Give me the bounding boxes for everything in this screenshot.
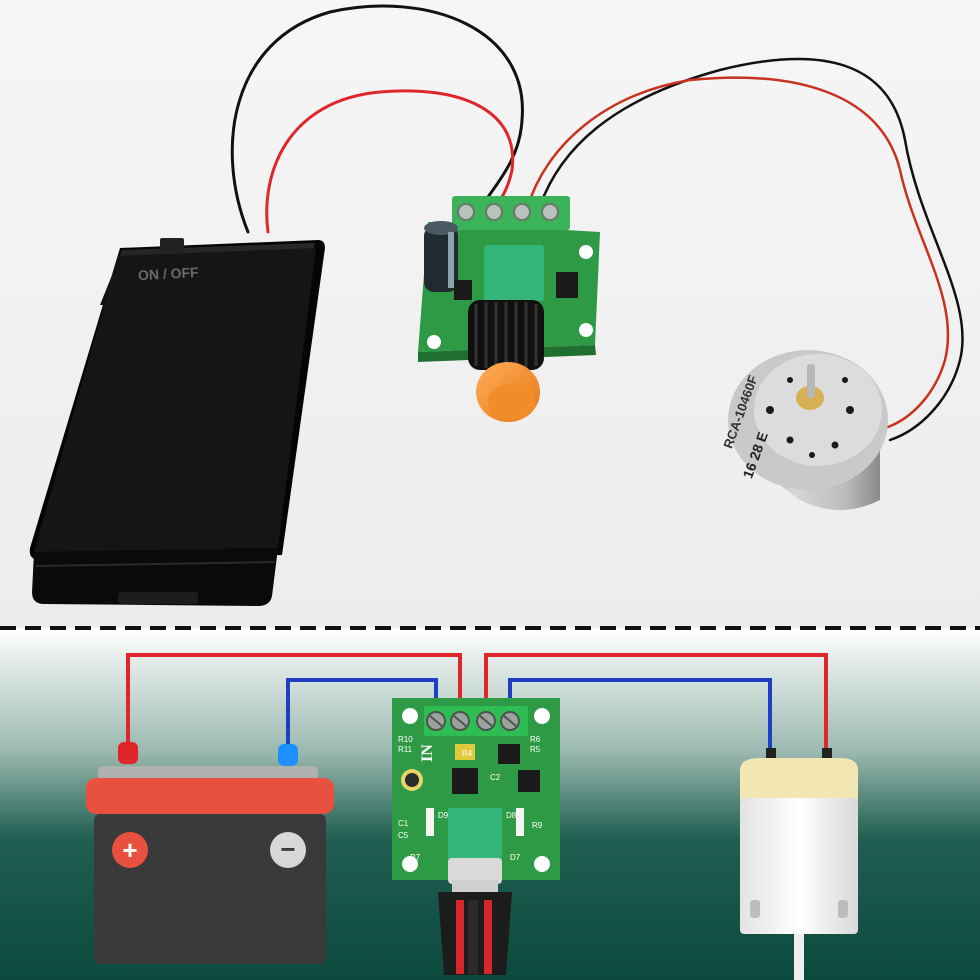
diagram-potentiometer <box>448 808 502 860</box>
svg-text:R6: R6 <box>530 735 541 744</box>
svg-text:C2: C2 <box>490 773 501 782</box>
cart-motor-shaft <box>794 934 804 980</box>
motor-shaft <box>807 364 815 398</box>
battery-wires <box>230 4 524 234</box>
controller-board-photo <box>418 196 600 422</box>
plus-badge <box>112 832 148 868</box>
minus-badge <box>270 832 306 868</box>
battery-body <box>94 814 326 964</box>
power-switch <box>160 238 184 252</box>
switch-label: ON / OFF <box>138 264 200 283</box>
silkscreen-labels: R10 R11 C1 C5 D9 R7 R6 R5 D8 R9 D7 C2 R4 <box>398 735 543 862</box>
battery-box: ON / OFF <box>29 238 325 606</box>
motor-wires <box>526 57 964 442</box>
svg-text:D7: D7 <box>510 853 521 862</box>
battery-cap <box>86 778 334 814</box>
diagram-wires <box>126 653 828 752</box>
ic-chip-1 <box>452 768 478 794</box>
negative-terminal <box>278 744 298 766</box>
svg-text:R9: R9 <box>532 821 543 830</box>
dc-motor-photo: RCA-10460F 16 28 E <box>720 350 888 510</box>
svg-text:C5: C5 <box>398 831 409 840</box>
motor-pos-terminal <box>822 748 832 762</box>
positive-terminal <box>118 742 138 764</box>
svg-text:R11: R11 <box>398 745 413 754</box>
svg-text:D8: D8 <box>506 811 517 820</box>
controller-board-diagram: IN R10 R11 C1 C5 D9 R7 R6 R5 D8 R9 D7 C2… <box>392 698 560 975</box>
svg-text:R5: R5 <box>530 745 541 754</box>
svg-text:R7: R7 <box>410 853 421 862</box>
svg-text:D9: D9 <box>438 811 449 820</box>
input-label: IN <box>419 744 436 762</box>
svg-text:C1: C1 <box>398 819 409 828</box>
diagram-knob <box>438 858 512 975</box>
plus-symbol: + <box>122 835 137 865</box>
motor-neg-terminal <box>766 748 776 762</box>
svg-text:R4: R4 <box>462 749 473 758</box>
motor-can <box>740 798 858 934</box>
potentiometer-base <box>484 245 544 301</box>
terminal-block <box>452 196 570 230</box>
ic-chip-2 <box>518 770 540 792</box>
knob <box>468 300 544 422</box>
ic-chip <box>556 272 578 298</box>
battery-icon: + − <box>86 742 334 964</box>
motor-endcap <box>740 758 858 800</box>
minus-symbol: − <box>280 834 295 864</box>
diagram-motor <box>740 748 858 980</box>
svg-text:R10: R10 <box>398 735 413 744</box>
